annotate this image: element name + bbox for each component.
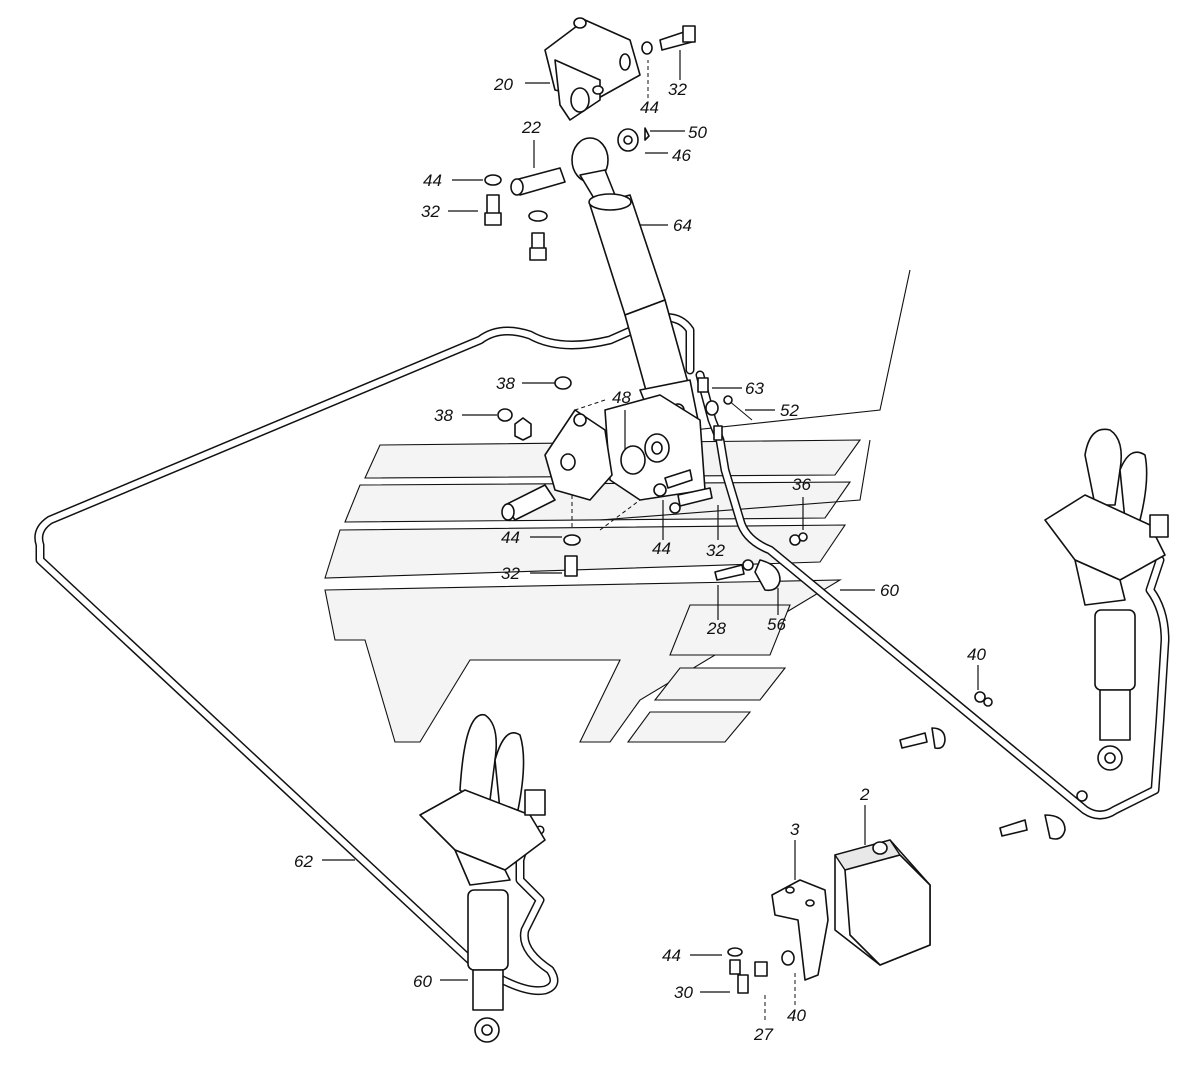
bolt-32-top <box>641 25 696 55</box>
washer-46 <box>617 127 650 152</box>
label-27: 27 <box>753 1025 773 1044</box>
shock-absorber-left <box>419 714 546 1043</box>
washers-44-32-left <box>484 174 548 261</box>
label-52: 52 <box>780 401 799 420</box>
label-28: 28 <box>706 619 726 638</box>
label-32-top: 32 <box>668 80 687 99</box>
label-40-bottom: 40 <box>787 1006 806 1025</box>
pin-52-fitting-63 <box>697 377 753 441</box>
label-32-mid: 32 <box>706 541 725 560</box>
label-44-top: 44 <box>640 98 659 117</box>
label-36: 36 <box>792 475 811 494</box>
bracket-3 <box>771 879 829 981</box>
label-60-left: 60 <box>413 972 432 991</box>
fasteners-bottom <box>727 947 795 994</box>
label-50: 50 <box>688 123 707 142</box>
clamps-right <box>899 691 1088 840</box>
label-63: 63 <box>745 379 764 398</box>
bracket-20 <box>544 17 641 121</box>
label-20: 20 <box>493 75 513 94</box>
clamp-56 <box>714 532 808 592</box>
label-3: 3 <box>790 820 800 839</box>
label-2: 2 <box>859 785 870 804</box>
label-38-left: 38 <box>434 406 453 425</box>
tube-60 <box>695 370 1170 820</box>
part-number-labels: 20 32 44 22 50 46 44 32 64 38 38 48 63 5… <box>294 75 986 1044</box>
label-48: 48 <box>612 388 631 407</box>
label-62: 62 <box>294 852 313 871</box>
label-46: 46 <box>672 146 691 165</box>
leader-lines <box>322 50 979 1020</box>
label-64: 64 <box>673 216 692 235</box>
label-60-right: 60 <box>880 581 899 600</box>
watermark-logo <box>324 269 911 743</box>
bracket-38 <box>501 376 613 521</box>
label-44-left: 44 <box>423 171 442 190</box>
valve-box-2 <box>834 839 931 966</box>
label-56: 56 <box>767 615 786 634</box>
label-32-left: 32 <box>421 202 440 221</box>
label-30: 30 <box>674 983 693 1002</box>
tube-62 <box>34 313 695 996</box>
label-38-top: 38 <box>496 374 515 393</box>
shock-absorber-right <box>1044 428 1169 771</box>
label-22: 22 <box>521 118 541 137</box>
pin-22 <box>510 167 566 196</box>
label-40-right: 40 <box>967 645 986 664</box>
label-44-mid-left: 44 <box>501 528 520 547</box>
label-44-bottom: 44 <box>662 946 681 965</box>
cylinder-64 <box>571 137 701 441</box>
label-44-mid: 44 <box>652 539 671 558</box>
label-32-mid-left: 32 <box>501 564 520 583</box>
bolts-lower-mid <box>497 408 713 577</box>
